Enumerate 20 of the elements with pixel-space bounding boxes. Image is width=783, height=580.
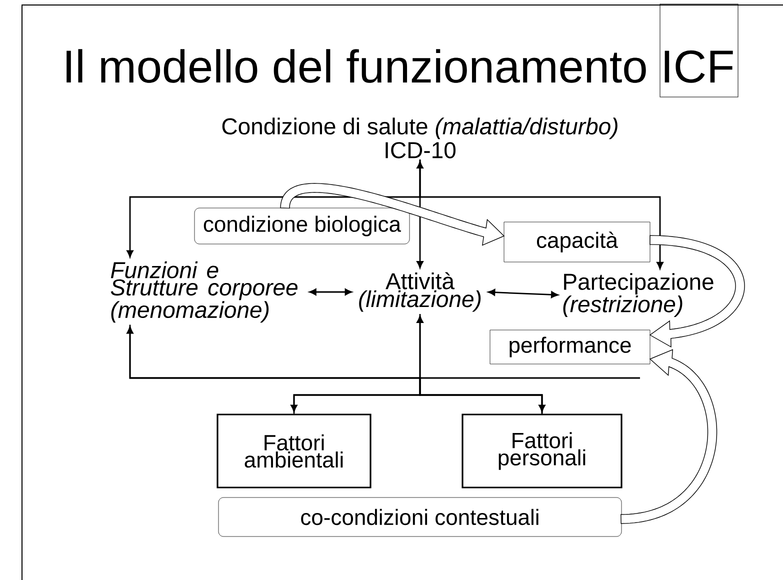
condition-label: Condizione di salute (malattia/disturbo) ICD-10: [222, 118, 618, 158]
rounded-box: co-condizioni contestuali: [218, 497, 622, 537]
block-arrow: [620, 349, 718, 524]
double-arrow: [416, 161, 424, 268]
double-arrow: [488, 288, 558, 298]
double-arrow: [416, 316, 546, 412]
block-arrow: [649, 235, 745, 348]
text-box: performance: [490, 330, 650, 364]
factor-box: Fattori personali: [462, 414, 622, 488]
title-text: Il modello del funzionamento ICF: [66, 49, 733, 83]
connector-line: [419, 377, 640, 414]
double-arrow: [309, 288, 352, 296]
component-label: Partecipazione (restrizione): [563, 273, 714, 317]
connector-line: [293, 314, 421, 414]
arrow: [419, 160, 664, 270]
factor-box: Fattori ambientali: [216, 414, 372, 488]
rounded-box: condizione biologica: [194, 208, 410, 244]
component-label: Attività (limitazione): [359, 272, 481, 312]
text-box: capacità: [504, 222, 650, 262]
component-label: Funzioni e Strutture corporee (menomazione): [110, 261, 298, 323]
